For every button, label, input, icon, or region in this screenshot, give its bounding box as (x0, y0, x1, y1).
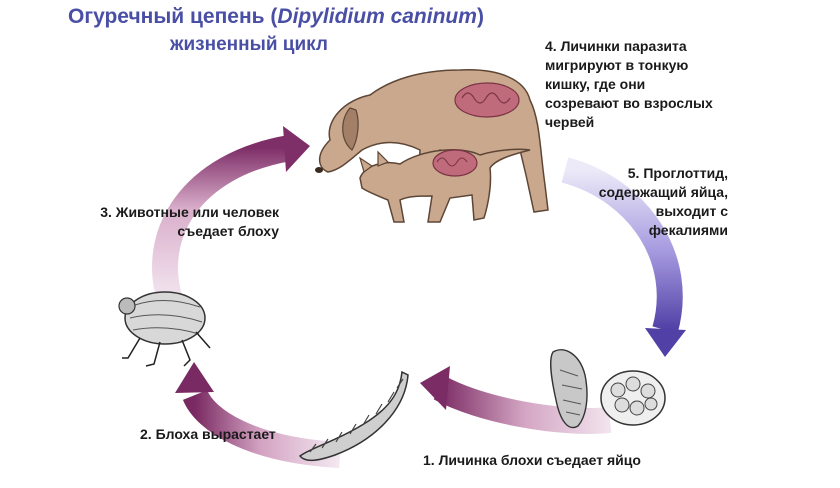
proglottid-illustration (549, 349, 588, 429)
page-title: Огуречный цепень (Dipylidium caninum) (68, 5, 484, 29)
page-subtitle: жизненный цикл (170, 34, 328, 55)
flea-larva-illustration (298, 370, 409, 462)
dog-and-cat-illustration (315, 69, 549, 223)
step-1-label: 1. Личинка блохи съедает яйцо (423, 452, 641, 468)
step-3-label: 3. Животные или человек съедает блоху (100, 204, 279, 239)
arrow-to-animals (152, 126, 310, 304)
title-prefix: Огуречный цепень ( (68, 5, 278, 28)
step-4-label: 4. Личинки паразита мигрируют в тонкую к… (545, 38, 713, 130)
arrow-to-proglottid (561, 157, 686, 357)
egg-capsule-illustration (600, 370, 666, 426)
flea-illustration (118, 291, 211, 367)
title-latin-name: Dipylidium caninum (277, 5, 477, 28)
step-2-label: 2. Блоха вырастает (140, 426, 276, 442)
step-5-label: 5. Проглоттид, содержащий яйца, выходит … (598, 165, 728, 238)
title-suffix: ) (476, 5, 484, 28)
arrow-to-larva (420, 366, 612, 434)
